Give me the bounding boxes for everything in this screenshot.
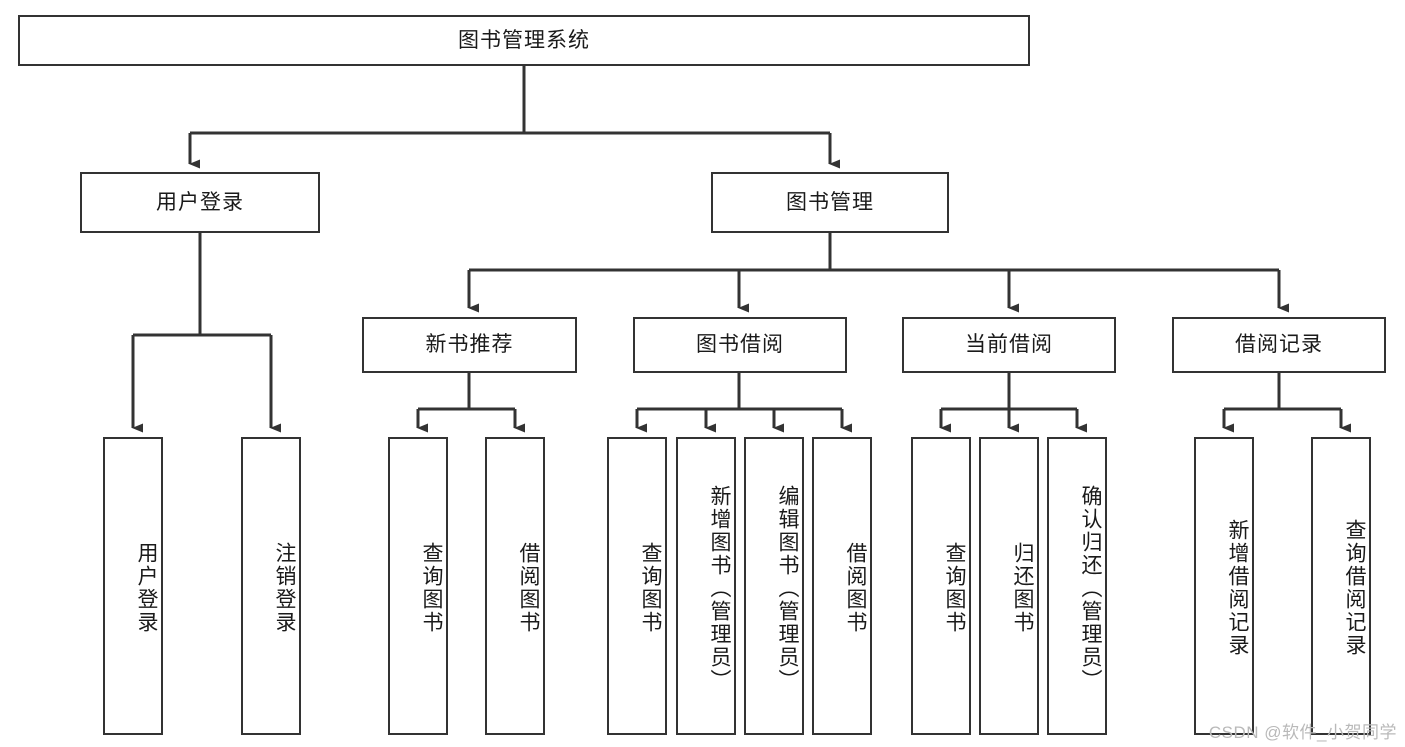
node-label: 注销登录 — [273, 542, 296, 634]
node-label: 查询借阅记录 — [1343, 519, 1366, 657]
node-label: 图书管理系统 — [458, 28, 590, 52]
node-leaf-borrow-borrow-book[interactable]: 借阅图书 — [812, 437, 872, 735]
node-leaf-borrow-add-book-admin[interactable]: 新增图书（管理员） — [676, 437, 736, 735]
node-label: 查询图书 — [943, 542, 966, 634]
node-label: 新增图书（管理员） — [708, 484, 731, 692]
node-label: 编辑图书（管理员） — [776, 484, 799, 692]
node-borrow-records[interactable]: 借阅记录 — [1172, 317, 1386, 373]
node-label: 借阅记录 — [1235, 333, 1323, 357]
node-user-login[interactable]: 用户登录 — [80, 172, 320, 233]
node-leaf-current-confirm-return-admin[interactable]: 确认归还（管理员） — [1047, 437, 1107, 735]
node-book-borrow[interactable]: 图书借阅 — [633, 317, 847, 373]
node-label: 借阅图书 — [844, 542, 867, 634]
node-label: 用户登录 — [156, 190, 244, 214]
node-label: 图书管理 — [786, 190, 874, 214]
node-leaf-borrow-edit-book-admin[interactable]: 编辑图书（管理员） — [744, 437, 804, 735]
node-current-borrow[interactable]: 当前借阅 — [902, 317, 1116, 373]
node-label: 用户登录 — [135, 542, 158, 634]
node-label: 新增借阅记录 — [1226, 519, 1249, 657]
node-label: 查询图书 — [420, 542, 443, 634]
node-leaf-logout[interactable]: 注销登录 — [241, 437, 301, 735]
node-leaf-records-query-record[interactable]: 查询借阅记录 — [1311, 437, 1371, 735]
node-leaf-borrow-query-book[interactable]: 查询图书 — [607, 437, 667, 735]
node-leaf-user-login[interactable]: 用户登录 — [103, 437, 163, 735]
node-label: 新书推荐 — [425, 333, 514, 357]
node-book-management[interactable]: 图书管理 — [711, 172, 949, 233]
node-label: 确认归还（管理员） — [1079, 484, 1102, 692]
node-leaf-records-add-record[interactable]: 新增借阅记录 — [1194, 437, 1254, 735]
node-label: 查询图书 — [639, 542, 662, 634]
node-label: 当前借阅 — [965, 333, 1053, 357]
node-root-book-management-system[interactable]: 图书管理系统 — [18, 15, 1030, 66]
node-label: 借阅图书 — [517, 542, 540, 634]
node-label: 图书借阅 — [696, 333, 784, 357]
node-label: 归还图书 — [1011, 542, 1034, 634]
node-new-book-recommend[interactable]: 新书推荐 — [362, 317, 577, 373]
node-leaf-current-return-book[interactable]: 归还图书 — [979, 437, 1039, 735]
node-leaf-newbook-borrow-book[interactable]: 借阅图书 — [485, 437, 545, 735]
node-leaf-newbook-query-book[interactable]: 查询图书 — [388, 437, 448, 735]
node-leaf-current-query-book[interactable]: 查询图书 — [911, 437, 971, 735]
